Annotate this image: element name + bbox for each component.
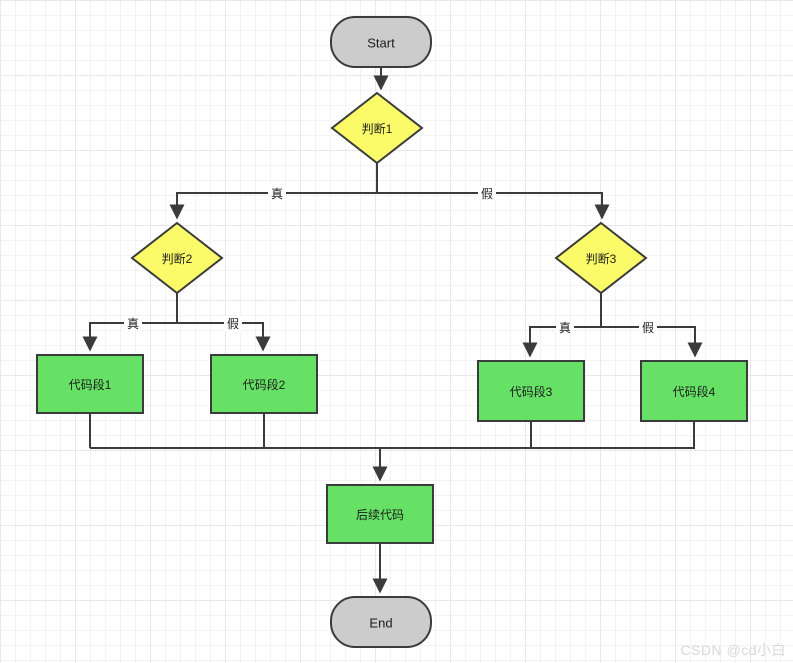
node-end: End [330, 596, 432, 648]
edge-label-decision2-false: 假 [227, 317, 239, 331]
edge-label-bg [124, 316, 142, 331]
decision2-shape [130, 221, 224, 295]
followup-shape [326, 484, 434, 544]
edge-label-bg [478, 186, 496, 201]
edge-label-decision1-false: 假 [481, 187, 493, 201]
code3-shape [477, 360, 585, 422]
edge-label-bg [224, 316, 242, 331]
watermark: CSDN @cd小白 [680, 642, 786, 658]
start-label: Start [367, 36, 395, 51]
node-code1: 代码段1 [36, 354, 144, 414]
node-decision2: 判断2 [130, 221, 224, 295]
code3-label: 代码段3 [510, 384, 553, 399]
edge-label-bg [268, 186, 286, 201]
node-code4: 代码段4 [640, 360, 748, 422]
edge-label-decision3-true: 真 [559, 321, 571, 335]
decision1-shape [330, 91, 424, 165]
node-code2: 代码段2 [210, 354, 318, 414]
decision1-label: 判断1 [362, 121, 393, 136]
code2-label: 代码段2 [243, 377, 286, 392]
followup-label: 后续代码 [356, 508, 404, 522]
node-followup: 后续代码 [326, 484, 434, 544]
edge-label-bg [639, 320, 657, 335]
code4-shape [640, 360, 748, 422]
end-shape [330, 596, 432, 648]
edge-decision3-false-to-code4 [601, 326, 703, 358]
decision2-label: 判断2 [162, 251, 193, 266]
node-decision1: 判断1 [330, 91, 424, 165]
edge-label-decision2-true: 真 [127, 317, 139, 331]
edge-label-decision3-false: 假 [642, 321, 654, 335]
edge-label-decision1-true: 真 [271, 187, 283, 201]
decision3-shape [554, 221, 648, 295]
start-shape [330, 16, 432, 68]
node-decision3: 判断3 [554, 221, 648, 295]
edge-label-bg [556, 320, 574, 335]
node-code3: 代码段3 [477, 360, 585, 422]
code1-label: 代码段1 [69, 377, 112, 392]
edge-decision1-false-to-decision3 [377, 192, 610, 220]
node-start: Start [330, 16, 432, 68]
code4-label: 代码段4 [673, 384, 716, 399]
edge-labels: 真 假 真 假 真 假 [124, 186, 657, 335]
code1-shape [36, 354, 144, 414]
edge-decision2-false-to-code2 [177, 322, 271, 352]
end-label: End [369, 616, 392, 631]
code2-shape [210, 354, 318, 414]
decision3-label: 判断3 [586, 251, 617, 266]
